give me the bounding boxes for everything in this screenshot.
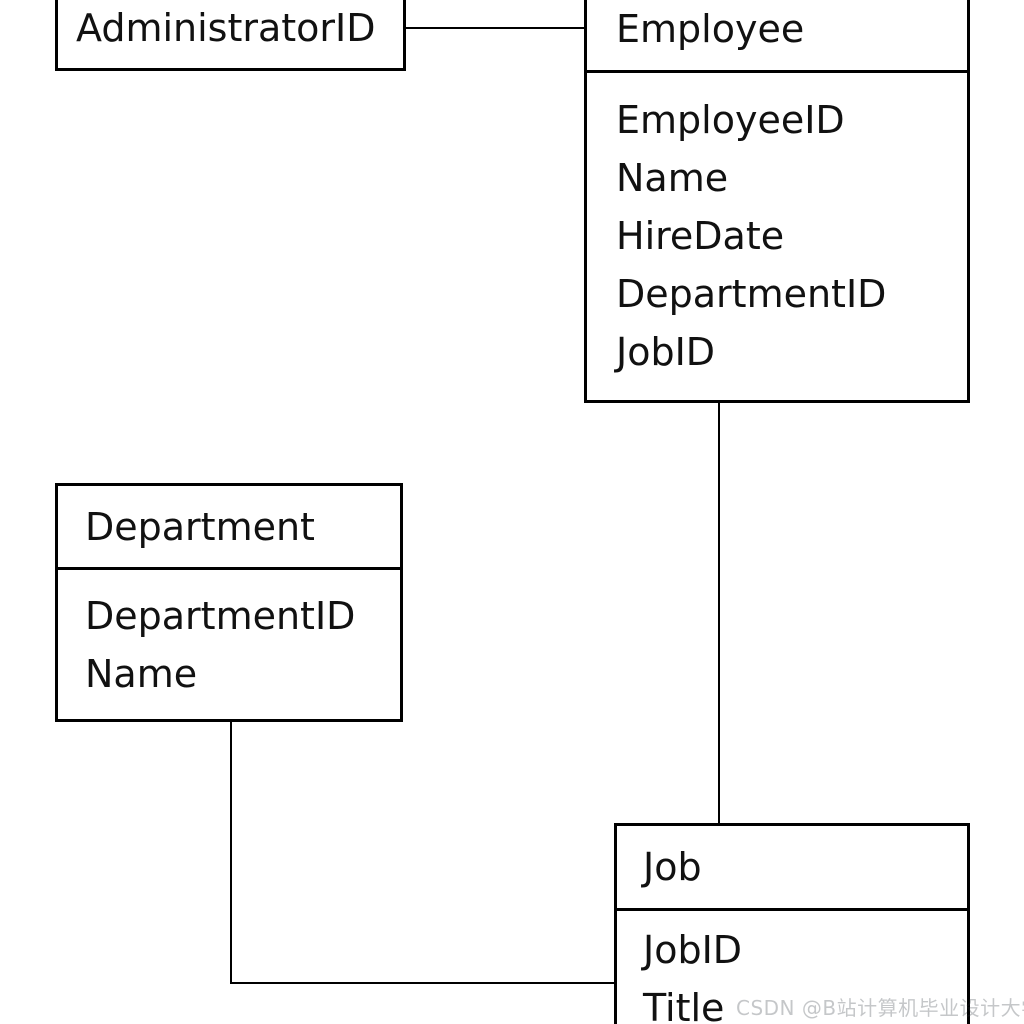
connector-admin-employee bbox=[403, 27, 587, 29]
field-hiredate: HireDate bbox=[616, 214, 785, 258]
entity-job-box: Job JobID Title bbox=[614, 823, 970, 1024]
connector-department-elbow-horizontal bbox=[230, 982, 617, 984]
field-employeeid: EmployeeID bbox=[616, 98, 845, 142]
entity-department-title: Department bbox=[85, 504, 315, 549]
field-jobid: JobID bbox=[616, 330, 716, 374]
entity-employee-title: Employee bbox=[616, 7, 805, 51]
entity-administratorid-header: AdministratorID bbox=[58, 0, 403, 68]
entity-department-header: Department bbox=[58, 486, 400, 570]
entity-employee-fields: EmployeeID Name HireDate DepartmentID Jo… bbox=[587, 73, 967, 381]
field-departmentid: DepartmentID bbox=[85, 594, 356, 638]
field-departmentid: DepartmentID bbox=[616, 272, 887, 316]
entity-administratorid-label: AdministratorID bbox=[76, 6, 376, 50]
csdn-watermark: CSDN @B站计算机毕业设计大学 bbox=[736, 996, 1024, 1020]
entity-department-fields: DepartmentID Name bbox=[58, 570, 400, 703]
entity-job-header: Job bbox=[617, 826, 967, 911]
entity-employee-box: Employee EmployeeID Name HireDate Depart… bbox=[584, 0, 970, 403]
entity-employee-header: Employee bbox=[587, 0, 967, 73]
field-jobid: JobID bbox=[643, 928, 743, 972]
connector-employee-job bbox=[718, 400, 720, 826]
entity-job-title: Job bbox=[643, 845, 702, 889]
entity-department-box: Department DepartmentID Name bbox=[55, 483, 403, 722]
field-name: Name bbox=[85, 652, 198, 696]
entity-administratorid-box: AdministratorID bbox=[55, 0, 406, 71]
field-title: Title bbox=[643, 986, 725, 1024]
field-name: Name bbox=[616, 156, 729, 200]
entity-job-fields: JobID Title bbox=[617, 911, 967, 1024]
connector-department-elbow-vertical bbox=[230, 719, 232, 984]
